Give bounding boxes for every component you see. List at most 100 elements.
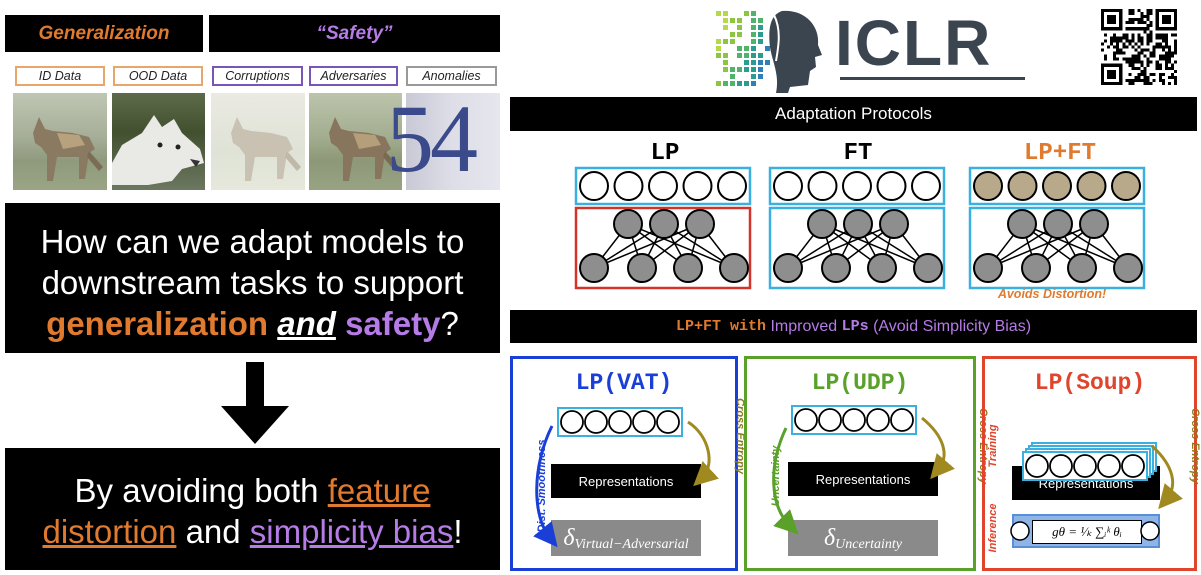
logo-pixel — [723, 25, 728, 30]
qr-module — [1134, 57, 1138, 61]
qr-module — [1146, 48, 1150, 52]
qr-code-icon[interactable] — [1101, 9, 1177, 85]
backbone-neuron — [973, 253, 1003, 283]
qr-module — [1128, 9, 1132, 13]
tag-id-data: ID Data — [15, 66, 105, 86]
qr-module — [1137, 60, 1141, 64]
qr-module — [1134, 78, 1138, 82]
qr-module — [1149, 36, 1153, 40]
panel-udp-title: LP(UDP) — [811, 370, 909, 396]
qr-module — [1152, 72, 1156, 76]
logo-pixel — [716, 39, 721, 44]
qr-module — [1170, 51, 1174, 55]
head-neuron — [807, 171, 838, 201]
qr-module — [1173, 78, 1177, 82]
qr-module — [1116, 42, 1120, 46]
answer-prefix: By avoiding both — [74, 472, 319, 509]
qr-module — [1116, 48, 1120, 52]
qr-module — [1137, 57, 1141, 61]
qr-module — [1137, 75, 1141, 79]
logo-pixel — [737, 32, 742, 37]
qr-module — [1104, 54, 1108, 58]
qr-module — [1137, 33, 1141, 37]
qr-module — [1137, 45, 1141, 49]
qr-module — [1161, 78, 1165, 82]
backbone-neuron — [1007, 209, 1037, 239]
logo-pixel — [744, 46, 749, 51]
qr-module — [1125, 21, 1129, 25]
qr-module — [1143, 75, 1147, 79]
qr-module — [1158, 72, 1162, 76]
qr-module — [1149, 81, 1153, 85]
logo-pixel — [737, 67, 742, 72]
qr-module — [1140, 12, 1144, 16]
improved-part1: LP+FT with — [675, 318, 766, 335]
qr-module — [1155, 66, 1159, 70]
logo-pixel — [758, 25, 763, 30]
qr-module — [1164, 51, 1168, 55]
qr-module — [1134, 42, 1138, 46]
qr-module — [1128, 42, 1132, 46]
qr-module — [1128, 18, 1132, 22]
qr-module — [1131, 63, 1135, 67]
head-box-lp — [574, 166, 752, 206]
qr-module — [1143, 66, 1147, 70]
logo-pixel — [751, 53, 756, 58]
qr-module — [1116, 45, 1120, 49]
qr-module — [1122, 51, 1126, 55]
qr-module — [1158, 75, 1162, 79]
logo-pixel — [737, 18, 742, 23]
qr-module — [1143, 27, 1147, 31]
qr-module — [1164, 39, 1168, 43]
qr-module — [1173, 75, 1177, 79]
logo-pixel — [737, 81, 742, 86]
protocols-diagram — [574, 166, 1146, 290]
logo-pixel — [751, 81, 756, 86]
head-neuron — [973, 171, 1003, 201]
qr-module — [1152, 54, 1156, 58]
qr-module — [1173, 39, 1177, 43]
qr-module — [1122, 57, 1126, 61]
qr-module — [1110, 42, 1114, 46]
improved-lps-bar: LP+FT with Improved LPs (Avoid Simplicit… — [510, 310, 1197, 343]
qr-module — [1146, 18, 1150, 22]
qr-module — [1125, 36, 1129, 40]
head-neuron — [717, 171, 747, 201]
qr-module — [1128, 12, 1132, 16]
qr-module — [1149, 60, 1153, 64]
qr-module — [1116, 51, 1120, 55]
photo-ood-wolf — [112, 93, 205, 190]
logo-pixel — [737, 46, 742, 51]
qr-module — [1167, 45, 1171, 49]
backbone-neuron — [613, 209, 643, 239]
qr-module — [1149, 21, 1153, 25]
iclr-logo-text: ICLR — [835, 7, 993, 79]
qr-module — [1173, 33, 1177, 37]
tag-adversaries: Adversaries — [309, 66, 398, 86]
qr-module — [1161, 72, 1165, 76]
qr-module — [1158, 57, 1162, 61]
logo-pixel — [730, 67, 735, 72]
qr-module — [1122, 36, 1126, 40]
logo-pixel — [751, 18, 756, 23]
generalization-header: Generalization — [5, 15, 203, 52]
head-neuron — [1007, 171, 1038, 201]
qr-module — [1173, 42, 1177, 46]
backbone-box-lp — [574, 206, 752, 290]
qr-module — [1113, 57, 1117, 61]
qr-module — [1152, 51, 1156, 55]
qr-module — [1161, 54, 1165, 58]
logo-pixel — [737, 25, 742, 30]
panel-lp-soup — [982, 356, 1197, 571]
qr-module — [1149, 24, 1153, 28]
head-neuron — [682, 171, 713, 201]
head-neuron — [911, 171, 941, 201]
improved-part2: Improved — [770, 317, 838, 335]
qr-module — [1158, 78, 1162, 82]
qr-module — [1128, 39, 1132, 43]
qr-module — [1146, 75, 1150, 79]
edge — [593, 223, 701, 269]
qr-module — [1116, 57, 1120, 61]
head-box-lpft — [968, 166, 1146, 206]
qr-module — [1146, 9, 1150, 13]
